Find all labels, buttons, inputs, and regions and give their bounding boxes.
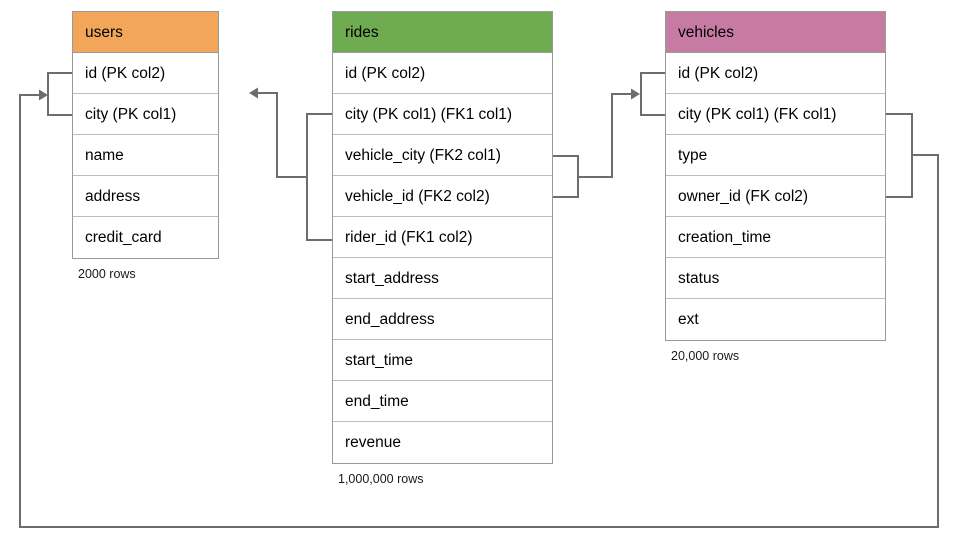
- column-row[interactable]: creation_time: [666, 217, 885, 258]
- column-row[interactable]: start_address: [333, 258, 552, 299]
- row-count-label-users: 2000 rows: [78, 267, 136, 281]
- row-count-label-rides: 1,000,000 rows: [338, 472, 424, 486]
- connector-arrowhead: [39, 89, 48, 101]
- connector-line: [553, 93, 636, 198]
- column-row[interactable]: id (PK col2): [333, 53, 552, 94]
- connector-line: [253, 92, 332, 241]
- column-row[interactable]: type: [666, 135, 885, 176]
- column-row[interactable]: city (PK col1) (FK col1): [666, 94, 885, 135]
- column-row[interactable]: start_time: [333, 340, 552, 381]
- column-row[interactable]: status: [666, 258, 885, 299]
- entity-title-users: users: [73, 12, 218, 53]
- column-row[interactable]: address: [73, 176, 218, 217]
- column-row[interactable]: end_address: [333, 299, 552, 340]
- connector-line: [47, 72, 72, 116]
- column-row[interactable]: ext: [678, 311, 699, 328]
- column-row[interactable]: city (PK col1) (FK1 col1): [333, 94, 552, 135]
- relationship-rides-vehicle-to-vehicles: [553, 88, 640, 198]
- column-row[interactable]: vehicle_id (FK2 col2): [333, 176, 552, 217]
- column-row[interactable]: revenue: [345, 434, 402, 451]
- entity-title-rides: rides: [333, 12, 552, 53]
- row-count-label-vehicles: 20,000 rows: [671, 349, 740, 363]
- column-row[interactable]: end_time: [333, 381, 552, 422]
- column-row[interactable]: id (PK col2): [666, 53, 885, 94]
- column-row[interactable]: vehicle_city (FK2 col1): [333, 135, 552, 176]
- column-row[interactable]: name: [73, 135, 218, 176]
- entity-title-vehicles: vehicles: [666, 12, 885, 53]
- relationship-users-bracket: [47, 72, 72, 116]
- column-row[interactable]: id (PK col2): [73, 53, 218, 94]
- relationship-rides-rider-to-users: [249, 87, 332, 241]
- column-row[interactable]: credit_card: [85, 229, 162, 246]
- column-row[interactable]: city (PK col1): [73, 94, 218, 135]
- connector-line: [640, 72, 665, 116]
- connector-arrowhead: [249, 87, 258, 99]
- relationship-vehicles-bracket: [640, 72, 665, 116]
- column-row[interactable]: owner_id (FK col2): [666, 176, 885, 217]
- column-row[interactable]: rider_id (FK1 col2): [333, 217, 552, 258]
- connector-arrowhead: [631, 88, 640, 100]
